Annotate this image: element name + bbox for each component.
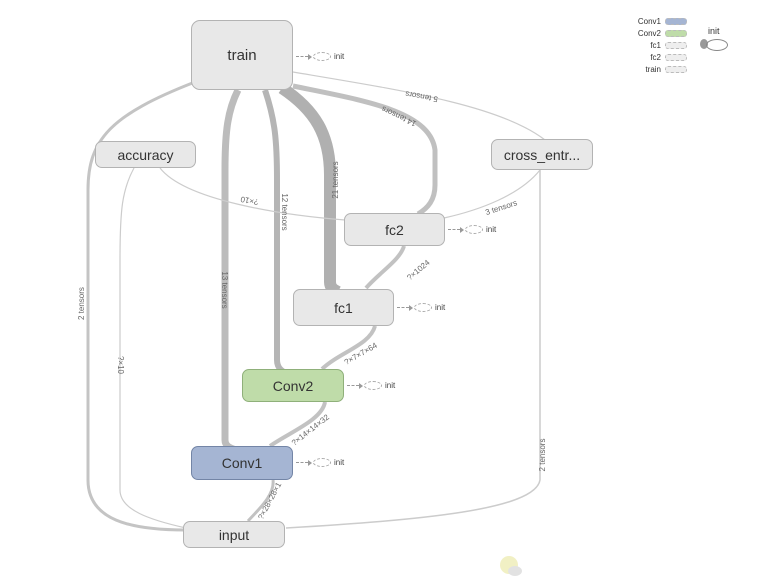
legend-init-label: init <box>708 26 720 36</box>
legend-item-conv1[interactable]: Conv1 <box>628 16 687 26</box>
node-label: accuracy <box>117 146 174 163</box>
edge-label-cross-input: 2 tensors <box>538 439 547 472</box>
edge-label-conv1-input: ?×28×28×1 <box>256 480 283 521</box>
edge-cross-fc2 <box>443 169 541 219</box>
loading-spinner-shadow <box>508 566 522 576</box>
edge-label-fc2-fc1: ?×1024 <box>405 258 432 283</box>
edge-label-train-conv2: 12 tensors <box>280 193 289 230</box>
legend-init-ellipse-icon <box>706 39 728 51</box>
edge-conv2-conv1 <box>268 401 327 448</box>
node-cross-entropy[interactable]: cross_entr... <box>491 139 593 170</box>
node-label: fc2 <box>385 221 404 238</box>
node-label: Conv2 <box>272 377 314 394</box>
edge-train-fc2 <box>292 83 438 217</box>
node-label: input <box>218 526 250 543</box>
edge-cross-input <box>285 170 541 529</box>
edge-train-cross <box>292 71 546 141</box>
legend-item-conv2[interactable]: Conv2 <box>628 28 687 38</box>
edge-label-train-fc1: 21 tensors <box>331 161 340 198</box>
init-link-conv2[interactable]: init <box>347 381 395 390</box>
legend-item-fc1[interactable]: fc1 <box>628 40 687 50</box>
init-link-train[interactable]: init <box>296 52 344 61</box>
legend-init-dot <box>700 39 708 49</box>
edge-fc2-fc1 <box>364 245 406 290</box>
edge-accuracy-input <box>119 167 187 529</box>
init-ellipse-icon <box>465 225 483 234</box>
edge-label-train-input: 2 tensors <box>77 287 86 320</box>
node-conv2[interactable]: Conv2 <box>242 369 344 402</box>
legend-item-train[interactable]: train <box>628 64 687 74</box>
edge-label-accuracy-input: ?×10 <box>116 356 125 375</box>
init-ellipse-icon <box>414 303 432 312</box>
node-conv1[interactable]: Conv1 <box>191 446 293 480</box>
node-accuracy[interactable]: accuracy <box>95 141 196 168</box>
init-ellipse-icon <box>313 458 331 467</box>
init-link-fc2[interactable]: init <box>448 225 496 234</box>
edge-label-train-conv1: 13 tensors <box>220 271 229 308</box>
node-train[interactable]: train <box>191 20 293 90</box>
edge-fc1-conv2 <box>320 325 377 371</box>
edge-label-train-cross: 5 tensors <box>405 89 439 104</box>
init-link-conv1[interactable]: init <box>296 458 344 467</box>
legend-swatch <box>665 41 687 49</box>
series-legend: Conv1 Conv2 fc1 fc2 train init <box>628 14 758 76</box>
node-label: train <box>227 46 257 64</box>
legend-swatch <box>665 17 687 25</box>
legend-swatch <box>665 65 687 73</box>
init-ellipse-icon <box>313 52 331 61</box>
legend-item-fc2[interactable]: fc2 <box>628 52 687 62</box>
init-ellipse-icon <box>364 381 382 390</box>
edge-train-conv1 <box>221 88 242 454</box>
edge-accuracy-fc2 <box>159 167 346 221</box>
edge-train-conv2 <box>262 89 292 378</box>
edge-label-cross-fc2: 3 tensors <box>484 198 518 217</box>
legend-swatch <box>665 29 687 37</box>
edge-conv1-input <box>246 479 275 523</box>
edge-train-input <box>86 80 196 532</box>
edge-train-fc1 <box>278 83 341 298</box>
node-label: cross_entr... <box>503 146 581 163</box>
edge-label-accuracy-fc2: ?×10 <box>239 194 259 206</box>
init-link-fc1[interactable]: init <box>397 303 445 312</box>
edge-label-train-fc2: 14 tensors <box>380 104 418 128</box>
node-label: Conv1 <box>221 455 263 471</box>
legend-swatch <box>665 53 687 61</box>
node-fc2[interactable]: fc2 <box>344 213 445 246</box>
node-fc1[interactable]: fc1 <box>293 289 394 326</box>
node-label: fc1 <box>334 299 353 316</box>
node-input[interactable]: input <box>183 521 285 548</box>
